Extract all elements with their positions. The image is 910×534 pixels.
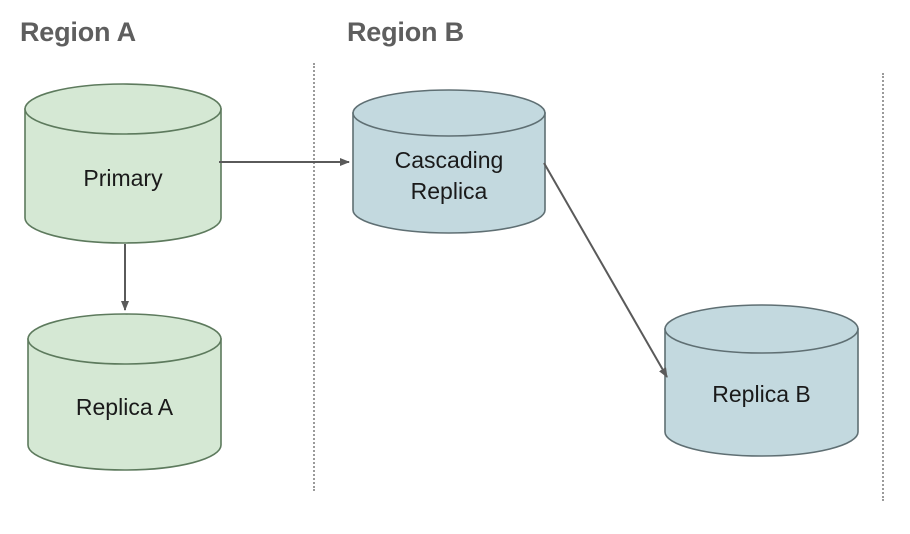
node-replica-a[interactable] [27,313,222,471]
node-primary-top [24,83,222,135]
edge-cascading-replica-to-replica-b [543,162,668,378]
region-label-b: Region B [347,17,464,47]
region-divider-right [882,73,884,501]
node-primary-label: Primary [83,165,163,191]
node-cascading-replica-top [352,89,546,137]
node-replica-b-body [664,328,859,457]
node-replica-a-body [27,338,222,471]
node-replica-b-label: Replica B [712,381,811,407]
node-replica-a-top [27,313,222,365]
node-primary[interactable] [24,83,222,244]
node-cascading-replica-body [352,112,546,234]
node-cascading-replica[interactable] [352,89,546,234]
node-replica-b[interactable] [664,304,859,457]
region-divider-left [313,63,315,491]
node-primary-body [24,108,222,244]
node-replica-b-top [664,304,859,354]
node-replica-a-label: Replica A [75,394,174,420]
node-cascading-replica-label: Cascading Replica [394,147,504,204]
region-label-a: Region A [20,17,136,47]
